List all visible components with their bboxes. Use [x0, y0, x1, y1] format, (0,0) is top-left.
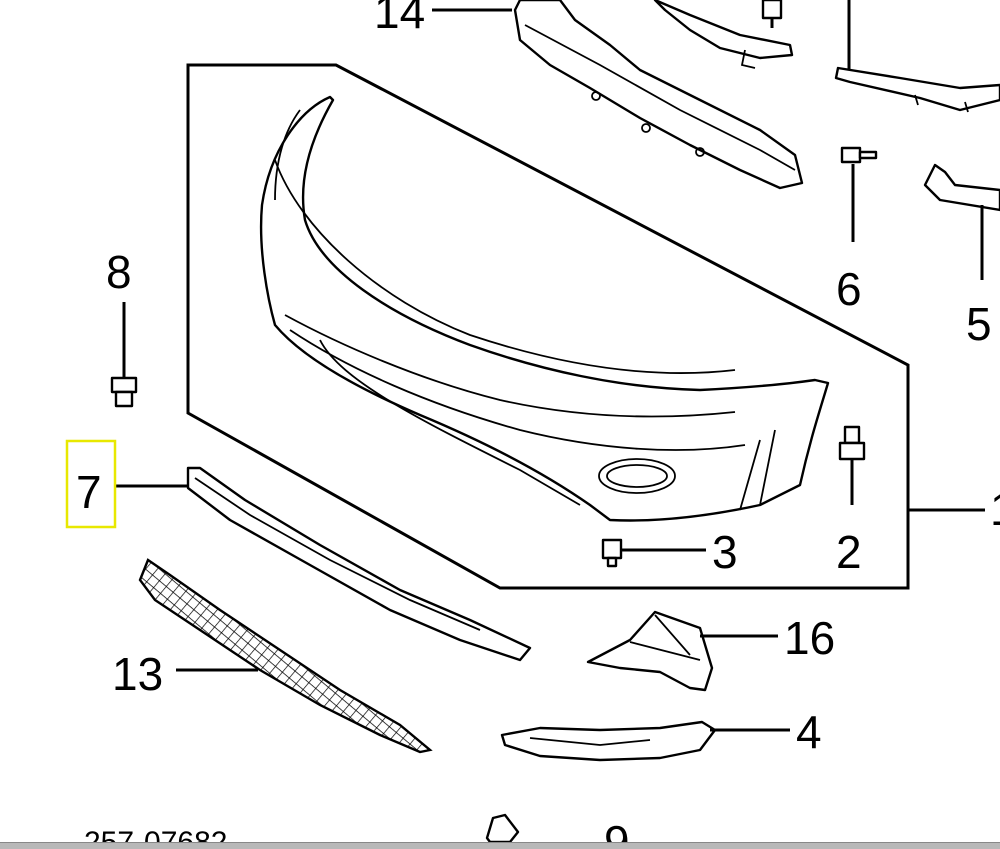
callout-16[interactable]: 16 — [784, 612, 835, 664]
clip-bottom — [485, 813, 520, 844]
callout-8[interactable]: 8 — [106, 246, 132, 298]
window-bottom-edge — [0, 842, 1000, 849]
side-trim-4 — [500, 720, 790, 762]
callout-6[interactable]: 6 — [836, 263, 862, 315]
grille-mesh — [138, 558, 433, 754]
callout-3[interactable]: 3 — [712, 526, 738, 578]
callout-1[interactable]: 1 — [990, 483, 1000, 535]
side-bracket — [923, 163, 1000, 212]
right-upper-bracket — [834, 66, 1000, 112]
bolt-3 — [601, 538, 706, 568]
callout-14[interactable]: 14 — [374, 0, 425, 38]
callout-13[interactable]: 13 — [112, 648, 163, 700]
callout-5[interactable]: 5 — [966, 298, 992, 350]
lower-molding — [186, 466, 532, 662]
callout-4[interactable]: 4 — [796, 706, 822, 758]
upper-bracket — [653, 0, 794, 60]
assembly-frame — [186, 63, 910, 590]
bracket-16 — [586, 610, 778, 692]
fog-lamp-opening — [598, 458, 676, 494]
clip-8 — [110, 302, 138, 408]
bolt-6 — [840, 146, 878, 242]
callout-2[interactable]: 2 — [836, 526, 862, 578]
stud-2 — [838, 425, 866, 505]
bumper-reinforcement — [513, 0, 804, 190]
bumper-cover — [259, 95, 830, 522]
selection-highlight — [65, 439, 117, 529]
callout-7[interactable]: 7 — [76, 466, 102, 518]
clip-top — [761, 0, 783, 20]
